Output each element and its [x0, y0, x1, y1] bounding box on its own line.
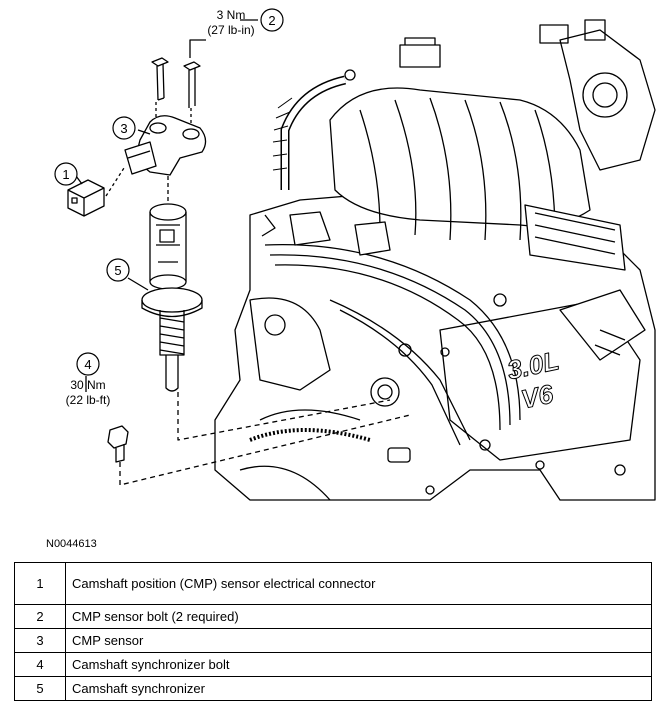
callout-2-number: 2: [268, 13, 275, 28]
legend-row: 5 Camshaft synchronizer: [14, 676, 652, 701]
torque-imperial: (22 lb-ft): [65, 393, 111, 407]
legend-row: 4 Camshaft synchronizer bolt: [14, 652, 652, 677]
callout-1: 1: [54, 162, 78, 186]
legend-number: 2: [14, 604, 66, 629]
engine-badge-bottom: V6: [518, 378, 556, 414]
callout-1-number: 1: [62, 167, 69, 182]
callout-4: 4: [76, 352, 100, 376]
cmp-connector-illustration: [67, 167, 125, 217]
legend-number: 3: [14, 628, 66, 653]
callout-4-number: 4: [84, 357, 91, 372]
legend-description: Camshaft position (CMP) sensor electrica…: [65, 562, 652, 605]
torque-metric: 30 Nm: [70, 378, 106, 392]
exploded-diagram: 3.0L V6: [54, 8, 656, 501]
cmp-sensor-illustration: [124, 115, 207, 176]
torque-metric: 3 Nm: [216, 8, 246, 22]
legend-number: 1: [14, 562, 66, 605]
torque-label-sync-bolt: 30 Nm (22 lb-ft): [52, 378, 124, 408]
legend-description: Camshaft synchronizer bolt: [65, 652, 652, 677]
legend-description: CMP sensor: [65, 628, 652, 653]
legend-row: 2 CMP sensor bolt (2 required): [14, 604, 652, 629]
legend-table: 1 Camshaft position (CMP) sensor electri…: [14, 562, 652, 701]
synchronizer-bolt-illustration: [107, 414, 411, 486]
torque-imperial: (27 lb-in): [207, 23, 255, 37]
callout-3-number: 3: [120, 121, 127, 136]
legend-row: 1 Camshaft position (CMP) sensor electri…: [14, 562, 652, 605]
callout-5-number: 5: [114, 263, 121, 278]
torque-label-cmp-bolt: 3 Nm (27 lb-in): [196, 8, 266, 38]
camshaft-synchronizer-illustration: [141, 203, 203, 392]
legend-row: 3 CMP sensor: [14, 628, 652, 653]
callout-3: 3: [112, 116, 136, 140]
legend-description: CMP sensor bolt (2 required): [65, 604, 652, 629]
engine-illustration: [214, 19, 656, 501]
callout-5: 5: [106, 258, 130, 282]
callout-2: 2: [260, 8, 284, 32]
legend-number: 4: [14, 652, 66, 677]
cmp-sensor-bolts: [151, 57, 201, 126]
legend-description: Camshaft synchronizer: [65, 676, 652, 701]
figure-id: N0044613: [46, 538, 97, 550]
legend-number: 5: [14, 676, 66, 701]
